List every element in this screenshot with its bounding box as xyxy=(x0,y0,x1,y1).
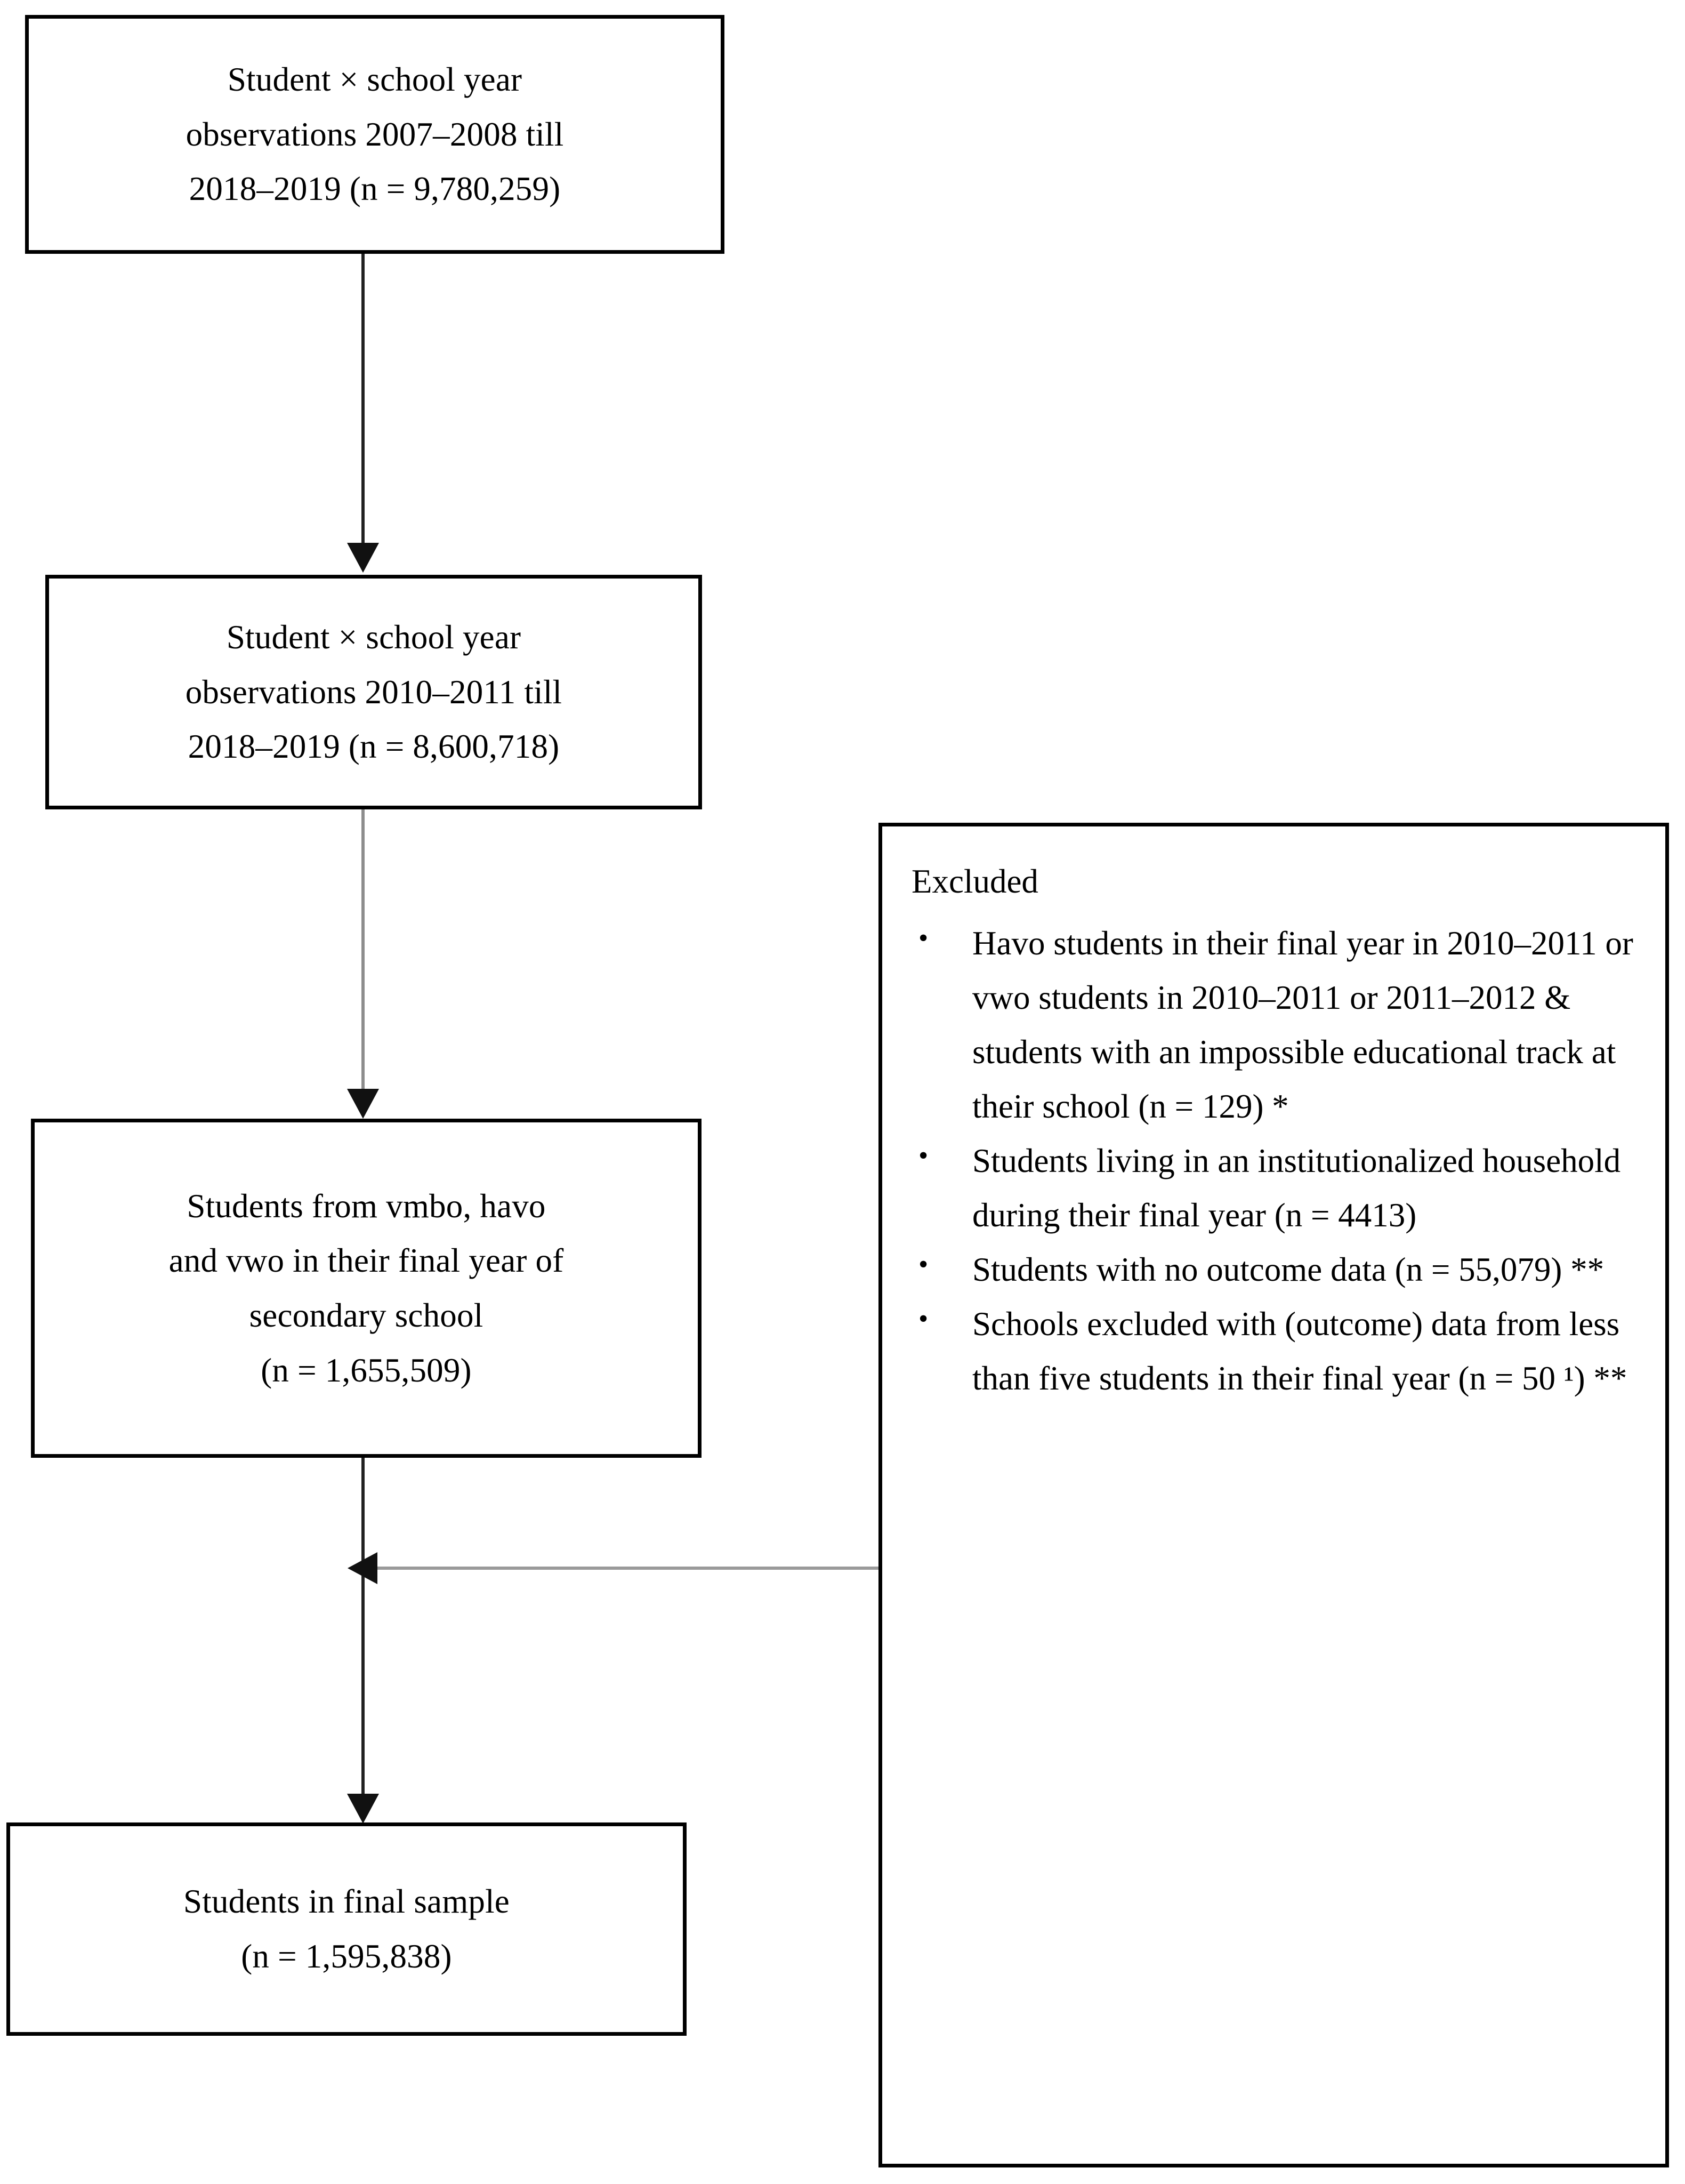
connector-box3-to-box4 xyxy=(361,1458,365,1794)
box-line: Student × school year xyxy=(227,60,522,98)
final-year-students-box: Students from vmbo, havo and vwo in thei… xyxy=(31,1119,702,1458)
list-item: • Havo students in their final year in 2… xyxy=(906,916,1644,1134)
total-observations-box: Student × school year observations 2007–… xyxy=(25,15,724,254)
excluded-title: Excluded xyxy=(912,863,1038,900)
arrow-left-exclusion xyxy=(348,1552,377,1584)
box-line: and vwo in their final year of xyxy=(168,1242,564,1280)
connector-box1-to-box2 xyxy=(361,254,365,543)
arrow-down-box3-to-box4 xyxy=(347,1794,379,1824)
box-line: (n = 1,655,509) xyxy=(261,1351,472,1389)
box-line: observations 2010–2011 till xyxy=(185,673,562,711)
connector-excluded-to-main xyxy=(368,1567,880,1570)
excluded-list: • Havo students in their final year in 2… xyxy=(906,916,1644,1406)
excluded-item-text: Schools excluded with (outcome) data fro… xyxy=(972,1305,1627,1398)
box-line: Student × school year xyxy=(226,618,521,656)
excluded-item-text: Students with no outcome data (n = 55,07… xyxy=(972,1251,1605,1289)
list-item: • Schools excluded with (outcome) data f… xyxy=(906,1297,1644,1406)
bullet-icon: • xyxy=(918,1141,929,1171)
arrow-down-box2-to-box3 xyxy=(347,1089,379,1119)
box-line: 2018–2019 (n = 8,600,718) xyxy=(188,728,560,766)
restricted-observations-box: Student × school year observations 2010–… xyxy=(45,575,702,809)
arrow-down-box1-to-box2 xyxy=(347,543,379,573)
excluded-panel: Excluded • Havo students in their final … xyxy=(878,823,1669,2167)
box-line: observations 2007–2008 till xyxy=(186,115,564,153)
list-item: • Students living in an institutionalize… xyxy=(906,1134,1644,1242)
excluded-item-text: Havo students in their final year in 201… xyxy=(972,925,1633,1126)
bullet-icon: • xyxy=(918,1304,929,1335)
bullet-icon: • xyxy=(918,1249,929,1280)
box-line: Students from vmbo, havo xyxy=(187,1187,546,1225)
excluded-item-text: Students living in an institutionalized … xyxy=(972,1142,1621,1234)
box-line: (n = 1,595,838) xyxy=(241,1938,452,1975)
box-line: 2018–2019 (n = 9,780,259) xyxy=(189,170,561,208)
final-sample-box: Students in final sample (n = 1,595,838) xyxy=(6,1822,687,2036)
connector-box2-to-box3 xyxy=(361,809,365,1089)
bullet-icon: • xyxy=(918,923,929,954)
box-line: Students in final sample xyxy=(183,1883,510,1921)
list-item: • Students with no outcome data (n = 55,… xyxy=(906,1242,1644,1297)
box-line: secondary school xyxy=(249,1297,483,1334)
